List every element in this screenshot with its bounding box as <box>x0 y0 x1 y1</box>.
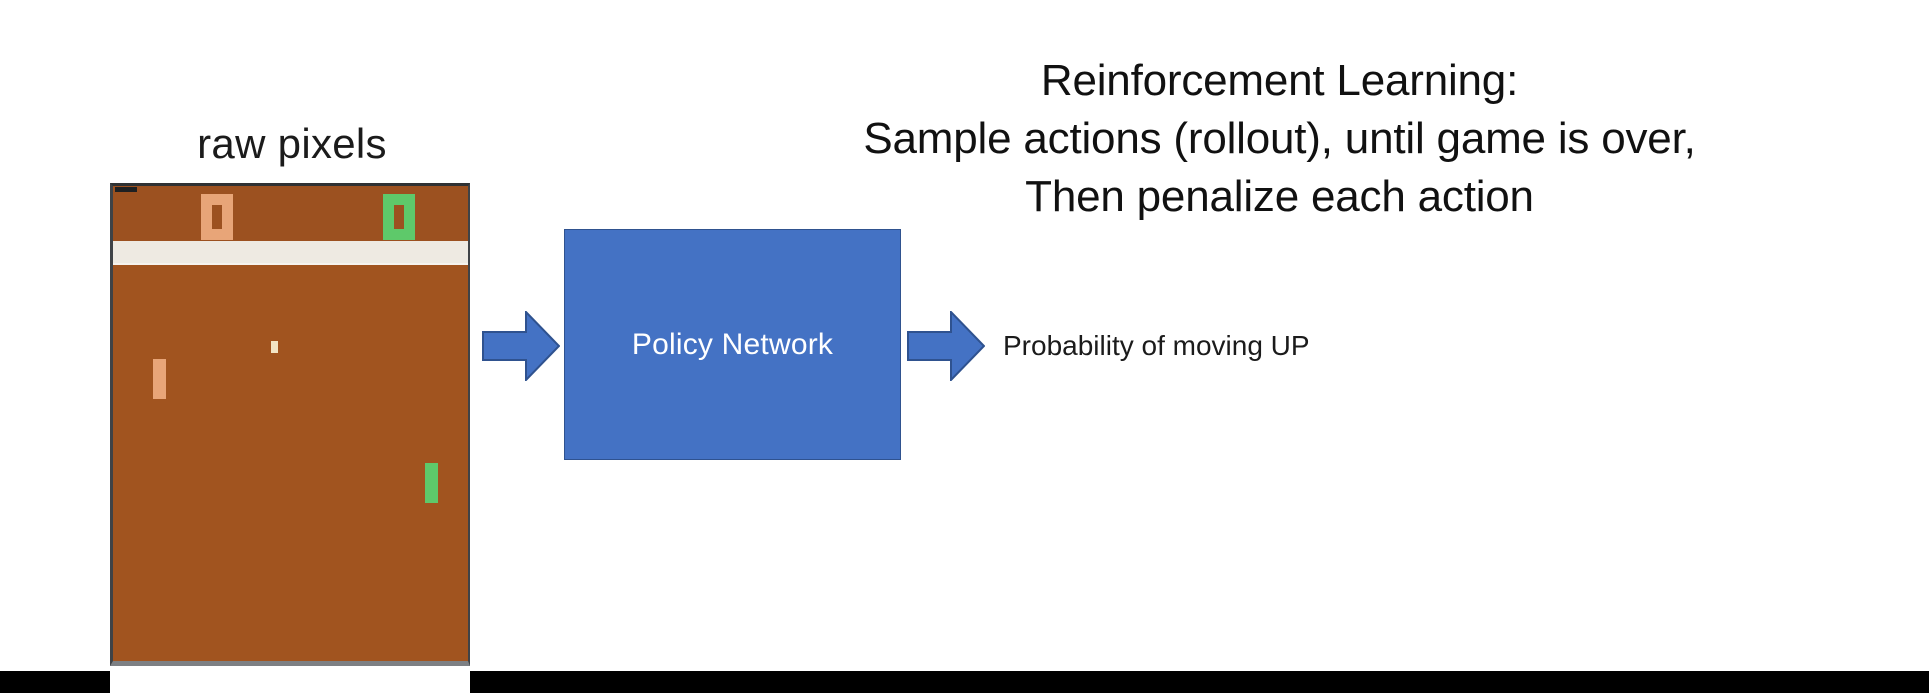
input-arrow-icon <box>482 311 560 381</box>
pong-score-right-digit <box>383 194 415 240</box>
pong-corner-marker <box>115 187 137 192</box>
bottom-bar-left <box>0 671 110 693</box>
pong-playfield <box>113 186 468 661</box>
policy-network-label: Policy Network <box>631 327 834 361</box>
output-arrow-icon <box>907 311 985 381</box>
pong-divider-line <box>113 241 468 265</box>
heading-line-2: Sample actions (rollout), until game is … <box>863 114 1696 163</box>
heading-line-1: Reinforcement Learning: <box>1040 56 1519 105</box>
raw-pixels-caption: raw pixels <box>197 120 387 167</box>
pong-ball <box>271 341 278 353</box>
output-probability-label: Probability of moving UP <box>1003 330 1310 361</box>
bottom-bar-right <box>470 671 1929 693</box>
heading-line-3: Then penalize each action <box>1025 172 1534 221</box>
pong-paddle-right <box>425 463 438 503</box>
pong-game-screenshot <box>110 183 470 666</box>
pong-score-left-digit <box>201 194 233 240</box>
policy-network-box[interactable]: Policy Network <box>564 229 901 460</box>
reinforcement-learning-heading: Reinforcement Learning: Sample actions (… <box>630 52 1929 226</box>
pong-paddle-left <box>153 359 166 399</box>
